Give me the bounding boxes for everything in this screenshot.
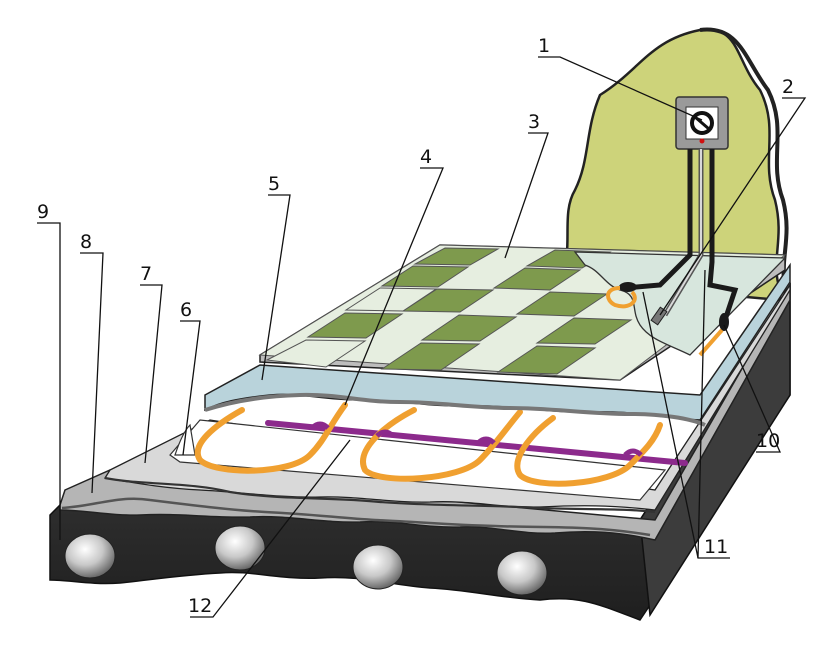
tape-clip bbox=[623, 448, 643, 457]
tile-torn-reveal bbox=[573, 251, 787, 356]
tile-dark bbox=[420, 314, 518, 342]
layer-insulation-wave bbox=[61, 497, 651, 537]
callout-1: 1 bbox=[538, 35, 550, 57]
tile-dark bbox=[496, 345, 597, 375]
callout-7: 7 bbox=[140, 263, 152, 285]
slab-hollow-core bbox=[352, 544, 404, 590]
thermostat-indicator-led bbox=[699, 138, 705, 144]
mounting-tape bbox=[265, 420, 688, 466]
callout-6: 6 bbox=[180, 299, 192, 321]
cable-coupling bbox=[719, 313, 729, 331]
thermostat-dial-icon bbox=[690, 111, 714, 135]
power-cable bbox=[624, 149, 693, 291]
heating-cable-end bbox=[606, 286, 637, 309]
tile-dark bbox=[344, 287, 438, 312]
layer-insulation bbox=[59, 282, 791, 541]
sensor-conduit-inner bbox=[664, 149, 702, 316]
leader-lines bbox=[37, 56, 807, 618]
slab-hollow-core bbox=[64, 533, 116, 579]
wall-edge bbox=[699, 27, 789, 296]
tape-clip bbox=[310, 421, 330, 430]
tape-clip bbox=[375, 429, 395, 438]
slab-hollow-core bbox=[214, 525, 266, 571]
tile-dark bbox=[413, 247, 500, 266]
layer-reflective-edge bbox=[104, 476, 656, 514]
callout-10: 10 bbox=[756, 430, 780, 452]
tile-dark bbox=[265, 339, 367, 368]
heating-cable bbox=[514, 415, 663, 487]
heating-cable bbox=[360, 407, 523, 482]
callout-11: 11 bbox=[704, 536, 728, 558]
thermostat-dial-pointer bbox=[694, 115, 710, 131]
heating-cable bbox=[194, 402, 348, 474]
callout-2: 2 bbox=[782, 76, 794, 98]
cold-lead bbox=[707, 149, 739, 321]
tape-clip bbox=[476, 436, 496, 445]
callout-3: 3 bbox=[528, 111, 540, 133]
callout-8: 8 bbox=[80, 231, 92, 253]
callout-5: 5 bbox=[268, 173, 280, 195]
screed-edge bbox=[204, 392, 706, 427]
callout-4: 4 bbox=[420, 146, 432, 168]
tile-dark bbox=[515, 291, 609, 317]
callout-9: 9 bbox=[37, 201, 49, 223]
slab-hollow-core bbox=[496, 550, 548, 596]
cable-coupling bbox=[619, 282, 637, 292]
callout-12: 12 bbox=[188, 595, 212, 617]
tile-dark bbox=[535, 317, 633, 345]
tile-dark bbox=[380, 342, 481, 371]
tile-dark bbox=[380, 265, 470, 288]
tile-dark bbox=[492, 267, 582, 291]
